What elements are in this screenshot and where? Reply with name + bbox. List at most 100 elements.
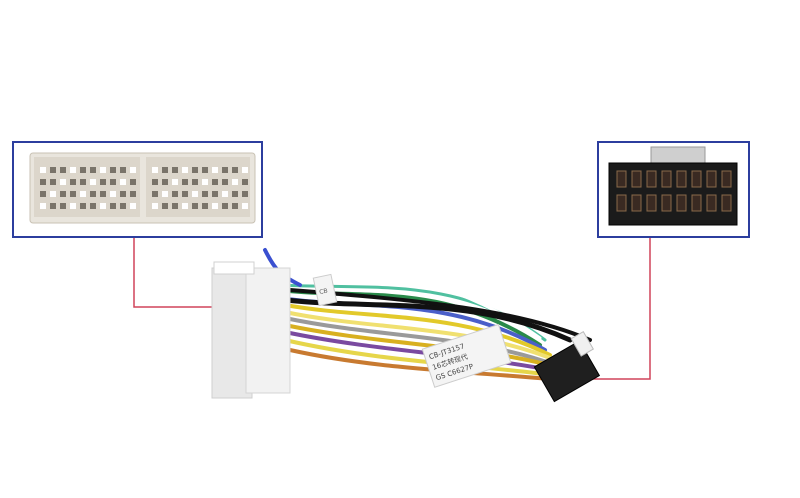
connector-pin	[232, 167, 238, 173]
connector-pin	[172, 203, 178, 209]
connector-pin	[202, 191, 208, 197]
connector-pin	[182, 179, 188, 185]
connector-pin	[152, 191, 158, 197]
connector-pin	[192, 203, 198, 209]
connector-pin	[80, 203, 86, 209]
connector-pin	[110, 179, 116, 185]
connector-pin	[130, 203, 136, 209]
connector-pin	[212, 179, 218, 185]
connector-pin	[120, 179, 126, 185]
connector-pin	[706, 170, 717, 188]
label-sticker: CB-JT3157 16芯转现代 GS C6627P	[421, 323, 512, 388]
connector-pin	[90, 191, 96, 197]
connector-pin	[182, 191, 188, 197]
leader-line-left	[133, 238, 214, 308]
connector-pin	[100, 179, 106, 185]
small-tag-text: CB	[319, 288, 329, 297]
connector-pin	[232, 203, 238, 209]
connector-pin	[212, 191, 218, 197]
small-tag: CB	[312, 273, 338, 307]
connector-pin	[70, 167, 76, 173]
callout-black-connector	[597, 141, 750, 238]
connector-pin	[212, 203, 218, 209]
connector-pin	[50, 179, 56, 185]
connector-pin	[110, 191, 116, 197]
connector-pin	[192, 179, 198, 185]
connector-pin	[242, 203, 248, 209]
connector-pin	[242, 167, 248, 173]
connector-pin	[40, 179, 46, 185]
connector-pin	[90, 167, 96, 173]
connector-pin	[120, 167, 126, 173]
connector-pin	[676, 170, 687, 188]
connector-pin	[90, 179, 96, 185]
connector-pin	[162, 203, 168, 209]
connector-pin	[631, 194, 642, 212]
connector-pin	[182, 167, 188, 173]
connector-pin	[50, 203, 56, 209]
connector-pin	[616, 194, 627, 212]
leader-line-right	[590, 238, 651, 380]
connector-pin	[90, 203, 96, 209]
connector-pin	[162, 179, 168, 185]
connector-pin	[120, 203, 126, 209]
connector-pin	[110, 167, 116, 173]
connector-pin	[60, 203, 66, 209]
connector-pin	[646, 170, 657, 188]
connector-pin	[80, 167, 86, 173]
connector-pin	[100, 203, 106, 209]
connector-pin	[676, 194, 687, 212]
connector-pin	[40, 167, 46, 173]
connector-pin	[202, 179, 208, 185]
connector-pin	[162, 191, 168, 197]
connector-pin	[721, 194, 732, 212]
connector-pin	[192, 167, 198, 173]
connector-pin	[661, 194, 672, 212]
connector-pin	[162, 167, 168, 173]
connector-pin	[616, 170, 627, 188]
connector-pin	[222, 203, 228, 209]
connector-pin	[691, 170, 702, 188]
connector-pin	[242, 191, 248, 197]
connector-pin	[50, 191, 56, 197]
connector-pin	[222, 179, 228, 185]
connector-pin	[110, 203, 116, 209]
connector-pin	[706, 194, 717, 212]
connector-pin	[232, 191, 238, 197]
connector-pin	[172, 191, 178, 197]
connector-pin	[130, 191, 136, 197]
connector-pin	[661, 170, 672, 188]
black-connector-main	[533, 331, 601, 403]
connector-pin	[80, 191, 86, 197]
connector-pin	[70, 203, 76, 209]
connector-pin	[70, 191, 76, 197]
connector-pin	[80, 179, 86, 185]
white-connector-main	[211, 261, 291, 399]
connector-pin	[222, 191, 228, 197]
connector-pin	[120, 191, 126, 197]
connector-pin	[232, 179, 238, 185]
connector-pin	[50, 167, 56, 173]
connector-pin	[202, 203, 208, 209]
connector-pin	[152, 167, 158, 173]
connector-pin	[222, 167, 228, 173]
connector-pin	[172, 167, 178, 173]
connector-pin	[60, 191, 66, 197]
connector-pin	[70, 179, 76, 185]
connector-pin	[130, 179, 136, 185]
connector-pin	[60, 167, 66, 173]
connector-pin	[242, 179, 248, 185]
connector-pin	[60, 179, 66, 185]
white-connector-closeup	[29, 152, 256, 224]
connector-pin	[192, 191, 198, 197]
connector-pin	[202, 167, 208, 173]
connector-pin	[646, 194, 657, 212]
connector-pin	[130, 167, 136, 173]
black-connector-closeup	[608, 146, 738, 226]
connector-pin	[182, 203, 188, 209]
connector-pin	[152, 179, 158, 185]
connector-pin	[100, 167, 106, 173]
connector-pin	[721, 170, 732, 188]
connector-pin	[212, 167, 218, 173]
